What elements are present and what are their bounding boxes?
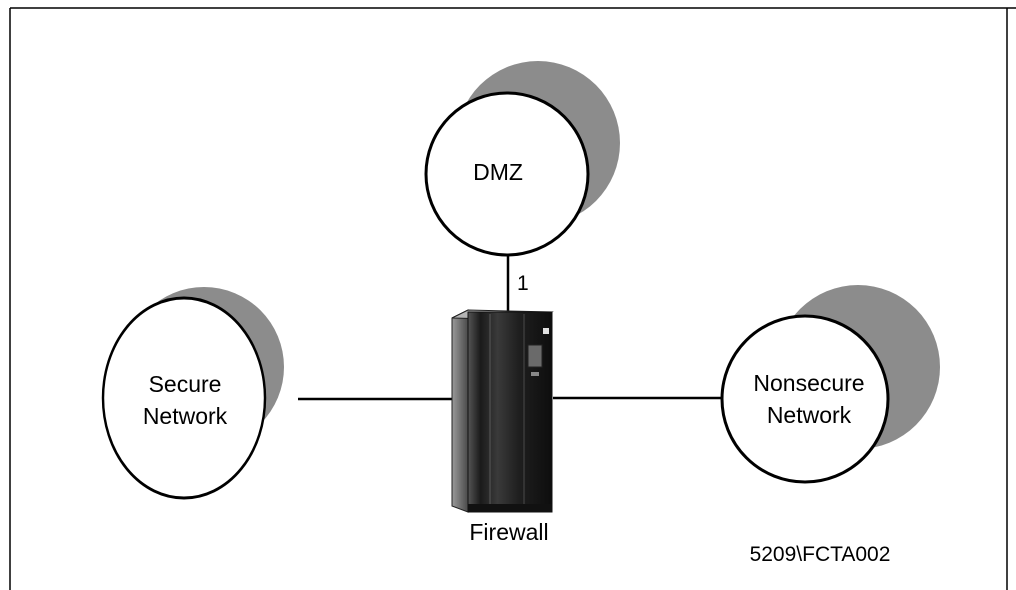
node-circle — [424, 91, 590, 257]
node-secure-network: Secure Network — [101, 287, 284, 500]
frame-border — [9, 7, 1016, 590]
node-label-nonsecure-line2: Network — [767, 402, 852, 428]
node-circle — [720, 314, 890, 484]
edge-label-dmz-firewall: 1 — [517, 272, 529, 295]
node-label-firewall: Firewall — [469, 519, 548, 545]
node-nonsecure-network: Nonsecure Network — [720, 285, 940, 484]
node-circle — [101, 296, 267, 500]
node-dmz: DMZ — [424, 61, 620, 257]
server-icon — [451, 309, 554, 513]
connection-lines — [298, 256, 722, 401]
node-label-dmz: DMZ — [473, 159, 523, 185]
figure-id: 5209\FCTA002 — [750, 543, 891, 566]
node-label-secure-line1: Secure — [149, 371, 222, 397]
node-label-secure-line2: Network — [143, 403, 228, 429]
node-label-nonsecure-line1: Nonsecure — [753, 370, 864, 396]
